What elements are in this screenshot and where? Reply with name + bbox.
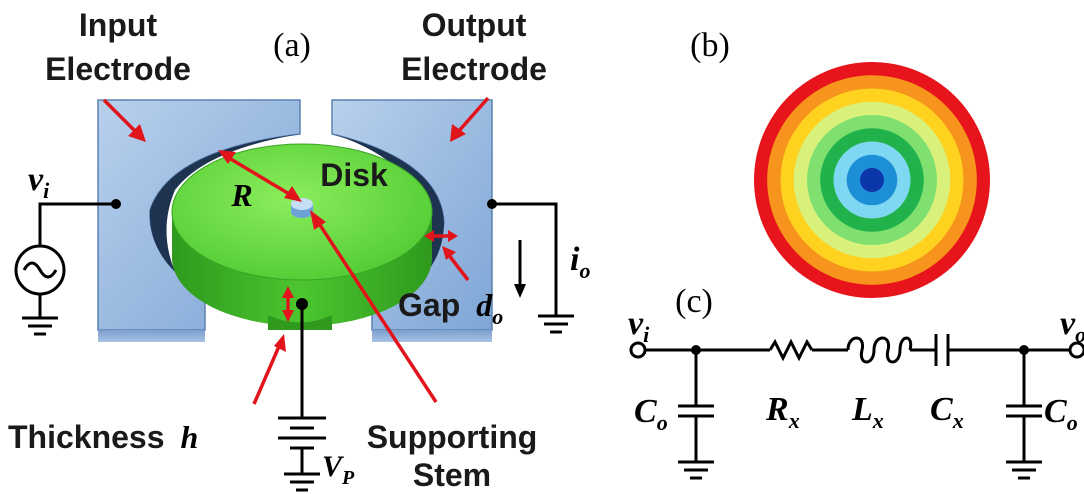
stem-label-2: Stem: [413, 457, 491, 493]
circuit-vi-label: vi: [628, 305, 650, 347]
input-electrode-label-2: Electrode: [45, 51, 191, 87]
thickness-label: Thickness h: [8, 419, 198, 455]
input-electrode: [97, 99, 301, 342]
circuit-co-left-label: Co: [634, 393, 668, 435]
panel-a: (a) Input Electrode Output Electrode Dis…: [8, 7, 590, 493]
annotation-arrows: [102, 96, 490, 405]
output-electrode-label-1: Output: [422, 7, 527, 43]
panel-a-tag: (a): [273, 27, 311, 64]
disk-label: Disk: [320, 157, 388, 193]
output-electrode-label-2: Electrode: [401, 51, 547, 87]
output-circuit: io: [487, 199, 590, 334]
radius-label: R: [230, 177, 252, 213]
panel-c: (c): [628, 283, 1084, 480]
circuit-co-right-label: Co: [1044, 393, 1078, 435]
inductor-lx: [846, 336, 913, 364]
circuit-cx-label: Cx: [930, 391, 964, 433]
mode-shape-rings: [754, 62, 990, 298]
io-label: io: [570, 241, 590, 283]
input-electrode-label-1: Input: [79, 7, 158, 43]
circuit-rx-label: Rx: [765, 391, 800, 433]
vp-label: VP: [322, 450, 355, 489]
circuit-lx-label: Lx: [851, 391, 884, 433]
resistor-rx: [768, 338, 814, 362]
panel-c-tag: (c): [675, 283, 713, 320]
output-terminal: [1068, 341, 1084, 359]
panel-b-tag: (b): [690, 27, 730, 64]
panel-b: (b): [690, 27, 990, 298]
input-source-circuit: vi: [14, 161, 121, 336]
mode-ring-8: [860, 168, 884, 192]
bias-circuit: VP: [278, 298, 355, 492]
gap-label: Gap do: [398, 287, 503, 329]
equivalent-circuit: [629, 334, 1084, 480]
vi-label: vi: [28, 161, 50, 203]
circuit-vo-label: vo: [1060, 305, 1084, 347]
stem-label-1: Supporting: [367, 419, 538, 455]
